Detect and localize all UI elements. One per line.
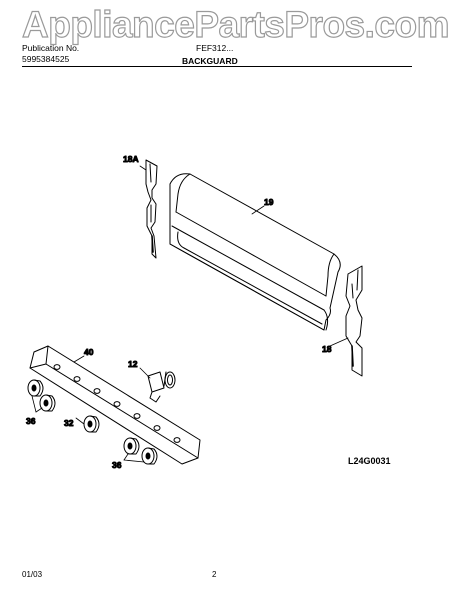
callout-32: 32 [64,418,74,428]
knob-single [83,415,100,433]
end-bracket-left [145,159,158,259]
callout-19: 19 [264,197,274,207]
end-bracket-right [345,265,363,377]
footer-date: 01/03 [22,570,43,579]
callout-12: 12 [128,359,138,369]
control-manifold-panel [29,345,201,465]
knob-group-lower [123,437,158,465]
header-divider [22,66,412,67]
callout-40: 40 [84,347,94,357]
switch-component [147,371,176,403]
watermark: AppliancePartsPros.com [21,3,450,45]
callout-36-lower: 36 [112,460,122,470]
model-label: FEF312... [196,43,234,53]
footer-page-number: 2 [212,570,217,579]
leader-lines [31,165,349,463]
section-title: BACKGUARD [182,56,238,66]
callout-36-upper: 36 [26,416,36,426]
diagram-reference: L24G0031 [348,456,391,466]
publication-number: 5995384525 [22,54,70,64]
callout-18: 18 [322,344,332,354]
publication-label: Publication No. [22,43,80,53]
backguard-panel [169,173,341,331]
knob-group-upper [27,379,56,412]
callout-18a: 18A [123,154,139,164]
